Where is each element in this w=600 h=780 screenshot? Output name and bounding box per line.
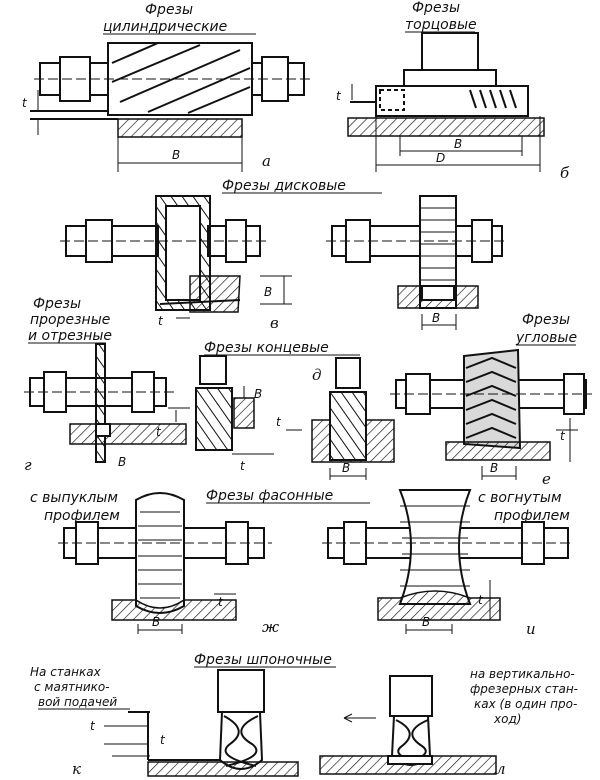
note-pendulum-3: вой подачей [38, 695, 117, 709]
dim-B-end-right: В [342, 461, 350, 475]
dim-B-slotting: В [118, 455, 126, 469]
cylindrical-cutter-figure: Фрезы цилиндрические t В а [22, 2, 312, 172]
dim-B-disc-right: В [432, 311, 440, 325]
title-end: Фрезы концевые [204, 340, 329, 356]
note-pendulum-1: На станках [30, 665, 102, 679]
dim-t-end-right: t [276, 415, 282, 429]
face-cutter-figure: Фрезы торцовые t В D б [336, 0, 570, 182]
dim-t-convex: t [218, 595, 224, 609]
label-d: д [312, 366, 322, 384]
title-shaped: Фрезы фасонные [206, 488, 333, 504]
title-keyway: Фрезы шпоночные [194, 652, 332, 668]
label-convex-1: с выпуклым [30, 490, 118, 506]
dim-t-cylindrical: t [22, 96, 28, 110]
dim-t-disc: t [158, 314, 164, 328]
label-convex-2: профилем [44, 508, 120, 524]
label-concave-1: с вогнутым [478, 490, 562, 506]
title-face-2: торцовые [405, 17, 477, 33]
dim-t-slotting: t [156, 425, 162, 439]
dim-t-keyway-1: t [90, 719, 96, 733]
dim-B-convex: В [152, 615, 160, 629]
label-concave-2: профилем [494, 508, 570, 524]
dim-B-cylindrical: В [172, 148, 180, 162]
label-zh: ж [262, 618, 279, 636]
slotting-cutter-figure: Фрезы прорезные и отрезные t В г [24, 296, 190, 474]
disc-cutters-figure: Фрезы дисковые В t в В [60, 178, 508, 332]
note-pendulum-2: с маятнико- [34, 680, 110, 694]
keyway-cutters-figure: Фрезы шпоночные На станках с маятнико- в… [30, 652, 578, 778]
title-angle-1: Фрезы [522, 312, 570, 328]
note-vertical-2: фрезерных стан- [470, 682, 578, 696]
dim-t-face: t [336, 89, 342, 103]
dim-B-end-left: В [254, 387, 262, 401]
title-slotting-3: и отрезные [28, 328, 112, 344]
dim-t-end-left: t [240, 459, 246, 473]
title-slotting-1: Фрезы [33, 296, 81, 312]
label-b: б [560, 164, 570, 182]
note-vertical-1: на вертикально- [470, 667, 575, 681]
label-v: в [270, 314, 279, 332]
label-k: к [72, 760, 81, 778]
title-cylindrical-1: Фрезы [145, 2, 193, 18]
label-g: г [24, 456, 32, 474]
note-vertical-4: ход) [493, 712, 521, 726]
angle-cutter-figure: Фрезы угловые В t е [390, 312, 592, 488]
note-vertical-3: ках (в один про- [474, 697, 577, 711]
dim-B-face: В [454, 137, 462, 151]
title-cylindrical-2: цилиндрические [103, 19, 227, 35]
title-disc: Фрезы дисковые [222, 178, 346, 194]
end-mills-figure: Фрезы концевые В t t д В [195, 340, 395, 480]
label-l: л [496, 760, 506, 778]
dim-D-face: D [436, 151, 445, 165]
dim-t-keyway-2: t [160, 733, 166, 747]
dim-B-angle: В [490, 461, 498, 475]
shaped-convex-figure: Фрезы фасонные с выпуклым профилем t В ж [30, 488, 370, 636]
dim-B-disc-left: В [264, 285, 272, 299]
dim-B-concave: В [422, 615, 430, 629]
shaped-concave-figure: с вогнутым профилем t В и [322, 489, 574, 638]
dim-t-concave: t [478, 593, 484, 607]
label-a: а [262, 152, 271, 170]
dim-t-angle: t [560, 429, 566, 443]
title-angle-2: угловые [515, 330, 577, 346]
title-face-1: Фрезы [412, 0, 460, 16]
label-e: е [542, 470, 551, 488]
title-slotting-2: прорезные [30, 312, 110, 328]
label-i: и [526, 620, 536, 638]
